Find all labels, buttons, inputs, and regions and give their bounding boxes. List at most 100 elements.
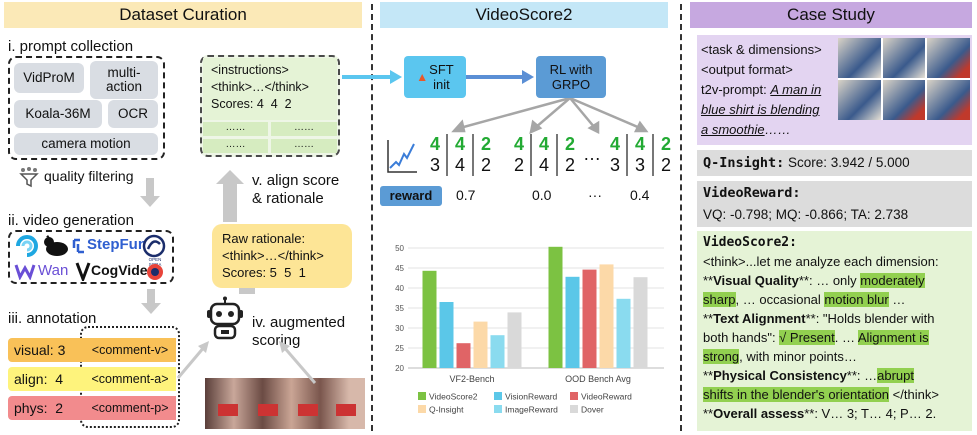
case-prompt-line2: <output format> [701, 62, 793, 77]
gift-box-4 [336, 404, 356, 416]
model-wan: Wan [38, 262, 69, 279]
sft-dots-3: …… [203, 139, 268, 153]
legend-swatch-3 [418, 405, 426, 413]
sft-dots-1: …… [203, 122, 268, 136]
sg3-bot-0: 3 [609, 155, 620, 175]
vs2-l2-b: , … occasional [735, 292, 825, 307]
y-tick-3: 35 [395, 304, 404, 313]
legend-swatch-0 [418, 392, 426, 400]
video-frames-thumbnail [205, 378, 365, 429]
arrow-filter-down [140, 178, 160, 207]
source-multi-action: multi- action [90, 61, 158, 99]
legend-swatch-2 [570, 392, 578, 400]
vs2-l6-a: ** [703, 368, 714, 383]
sft-dots-4: …… [271, 139, 337, 153]
bar-1-4 [616, 298, 631, 368]
y-tick-4: 30 [395, 324, 404, 333]
arrow-gen-down [141, 289, 161, 314]
sg3-bot-1: 3 [634, 155, 645, 175]
legend-label-3: Q-Insight [429, 405, 464, 415]
case-prompt-line1: <task & dimensions> [701, 42, 822, 57]
source-koala: Koala-36M [14, 100, 102, 128]
gift-box-2 [258, 404, 278, 416]
annotation-title: iii. annotation [8, 310, 97, 327]
reward-curve-icon [387, 140, 417, 173]
vs2-l4-b: √ Present [779, 330, 835, 345]
y-tick-5: 25 [395, 344, 404, 353]
sft-data-top: <instructions> <think>…</think> Scores: … [203, 58, 337, 120]
augmented-scoring-label: iv. augmented scoring [252, 314, 346, 349]
sg1-bot-1: 4 [454, 155, 465, 175]
sg3-top-0: 4 [609, 134, 620, 154]
separator-left [371, 4, 373, 431]
case-prompt-line3: t2v-prompt: [701, 82, 771, 97]
score-ellipsis: … [583, 144, 601, 164]
arrows-middle-flow [342, 70, 649, 135]
qinsight-box: Q-Insight: Score: 3.942 / 5.000 [697, 150, 972, 176]
sft-line1: <instructions> [211, 63, 289, 77]
gift-box-3 [298, 404, 318, 416]
bar-0-1 [439, 302, 454, 368]
sg2-bot-1: 4 [538, 155, 549, 175]
sft-dots-2: …… [271, 122, 337, 136]
vs2-l1-a: ** [703, 273, 714, 288]
gift-box-1 [218, 404, 238, 416]
videoscore2-label: VideoScore2: [703, 235, 797, 250]
frame-4 [838, 80, 881, 120]
videoreward-label: VideoReward: [703, 185, 801, 201]
reward-value-3: 0.4 [630, 187, 650, 203]
bar-0-5 [507, 312, 522, 368]
vs2-l4-a: both hands": [703, 330, 780, 345]
vs2-l3-a: ** [703, 311, 714, 326]
align-score-label: v. align score & rationale [252, 172, 340, 207]
annotation-align-comment: <comment-a> [84, 367, 176, 391]
vs2-l7-b: </think> [889, 387, 939, 402]
vs2-l0: <think>...let me analyze each dimension: [703, 254, 939, 269]
header-dataset-curation: Dataset Curation [4, 2, 362, 28]
bar-0-4 [490, 335, 505, 368]
qinsight-label: Q-Insight: [703, 155, 785, 171]
sg2-bot-0: 2 [513, 155, 524, 175]
qinsight-score: Score: 3.942 / 5.000 [784, 155, 910, 170]
sg2-top-0: 4 [513, 134, 524, 154]
sft-line3: Scores: 4 4 2 [211, 97, 292, 111]
case-video-frames [838, 38, 970, 120]
bar-0-0 [422, 270, 437, 368]
stepfun-icon [72, 238, 84, 254]
raw-rationale-line2: <think>…</think> [222, 248, 324, 263]
separator-right [680, 4, 682, 431]
source-camera-motion: camera motion [14, 133, 158, 155]
sg2-bot-2: 2 [564, 155, 575, 175]
model-logo-emblem-icon [142, 234, 166, 258]
model-stepfun: StepFun [87, 236, 147, 253]
quality-filtering-label: quality filtering [44, 168, 134, 184]
sg3-bot-2: 2 [660, 155, 671, 175]
legend-swatch-1 [494, 392, 502, 400]
vs2-l1-d: moderately [860, 273, 925, 288]
sg1-bot-2: 2 [480, 155, 491, 175]
sg2-top-1: 4 [538, 134, 549, 154]
case-prompt-text-2: blue shirt is blending [701, 102, 820, 117]
legend-label-4: ImageReward [505, 405, 558, 415]
annotation-visual-comment: <comment-v> [84, 338, 176, 362]
bar-1-5 [633, 277, 648, 368]
vs2-l7-a: shifts in the blender's orientation [703, 387, 890, 402]
case-prompt-tail: …… [764, 122, 791, 137]
videoscore2-box: VideoScore2: <think>...let me analyze ea… [697, 231, 972, 431]
opensora-icon [147, 264, 163, 280]
prompt-collection-title: i. prompt collection [8, 38, 134, 55]
legend-label-0: VideoScore2 [429, 392, 478, 402]
raw-rationale-line1: Raw rationale: [222, 231, 306, 246]
reward-value-2: 0.0 [532, 187, 552, 203]
vs2-l6-c: **: … [846, 368, 878, 383]
header-videoscore2: VideoScore2 [380, 2, 668, 28]
legend-label-1: VisionReward [505, 392, 558, 402]
y-tick-6: 20 [395, 364, 404, 373]
frame-2 [882, 38, 926, 78]
bar-1-2 [582, 269, 597, 368]
case-prompt-text-1: A man in [770, 82, 822, 97]
